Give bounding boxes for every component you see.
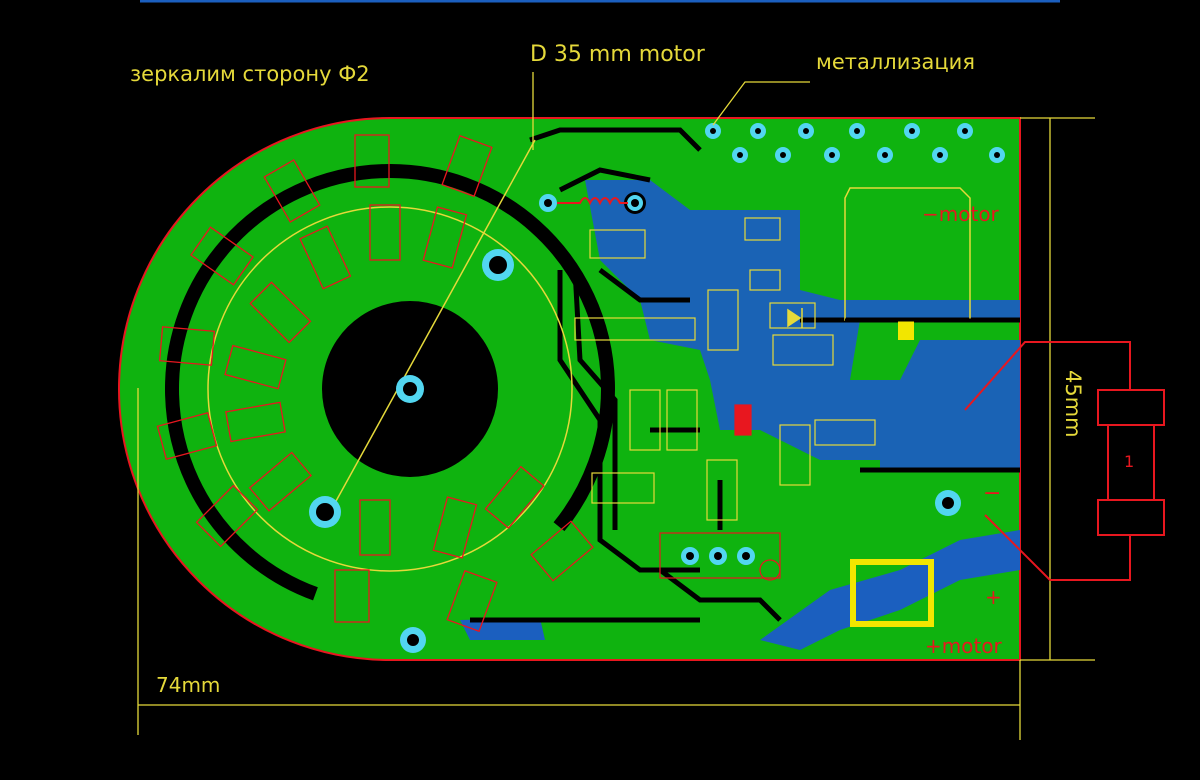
plus-sign-label: + — [985, 585, 1002, 609]
via-holes — [309, 192, 961, 653]
pad-small-yellow — [898, 320, 914, 340]
minus-sign-label: − — [983, 481, 1002, 506]
dimension-lines — [137, 117, 1095, 740]
minus-motor-label: −motor — [922, 202, 999, 226]
motor-footprint-circle — [207, 206, 573, 572]
inductor-symbol — [557, 197, 628, 206]
rotor-gap-ring — [165, 164, 615, 614]
mirror-side-annotation: зеркалим сторону Ф2 — [130, 62, 370, 86]
leader-lines — [532, 72, 810, 150]
diode-symbol — [787, 308, 803, 328]
motor-diameter-annotation: D 35 mm motor — [530, 42, 705, 67]
radial-component-footprints — [156, 134, 594, 633]
plus-motor-label: +motor — [925, 634, 1002, 658]
plating-via-holes — [710, 128, 1000, 158]
component-ref-label: 1 — [1124, 452, 1135, 471]
height-dimension-label: 45mm — [1061, 370, 1085, 438]
motor-diameter-line — [329, 139, 536, 513]
pad-plus-motor — [850, 559, 934, 627]
smd-outlines-red — [659, 404, 781, 581]
plating-annotation: металлизация — [816, 50, 975, 74]
width-dimension-label: 74mm — [156, 673, 221, 697]
smd-footprints — [574, 217, 876, 521]
external-resistor — [964, 341, 1165, 581]
